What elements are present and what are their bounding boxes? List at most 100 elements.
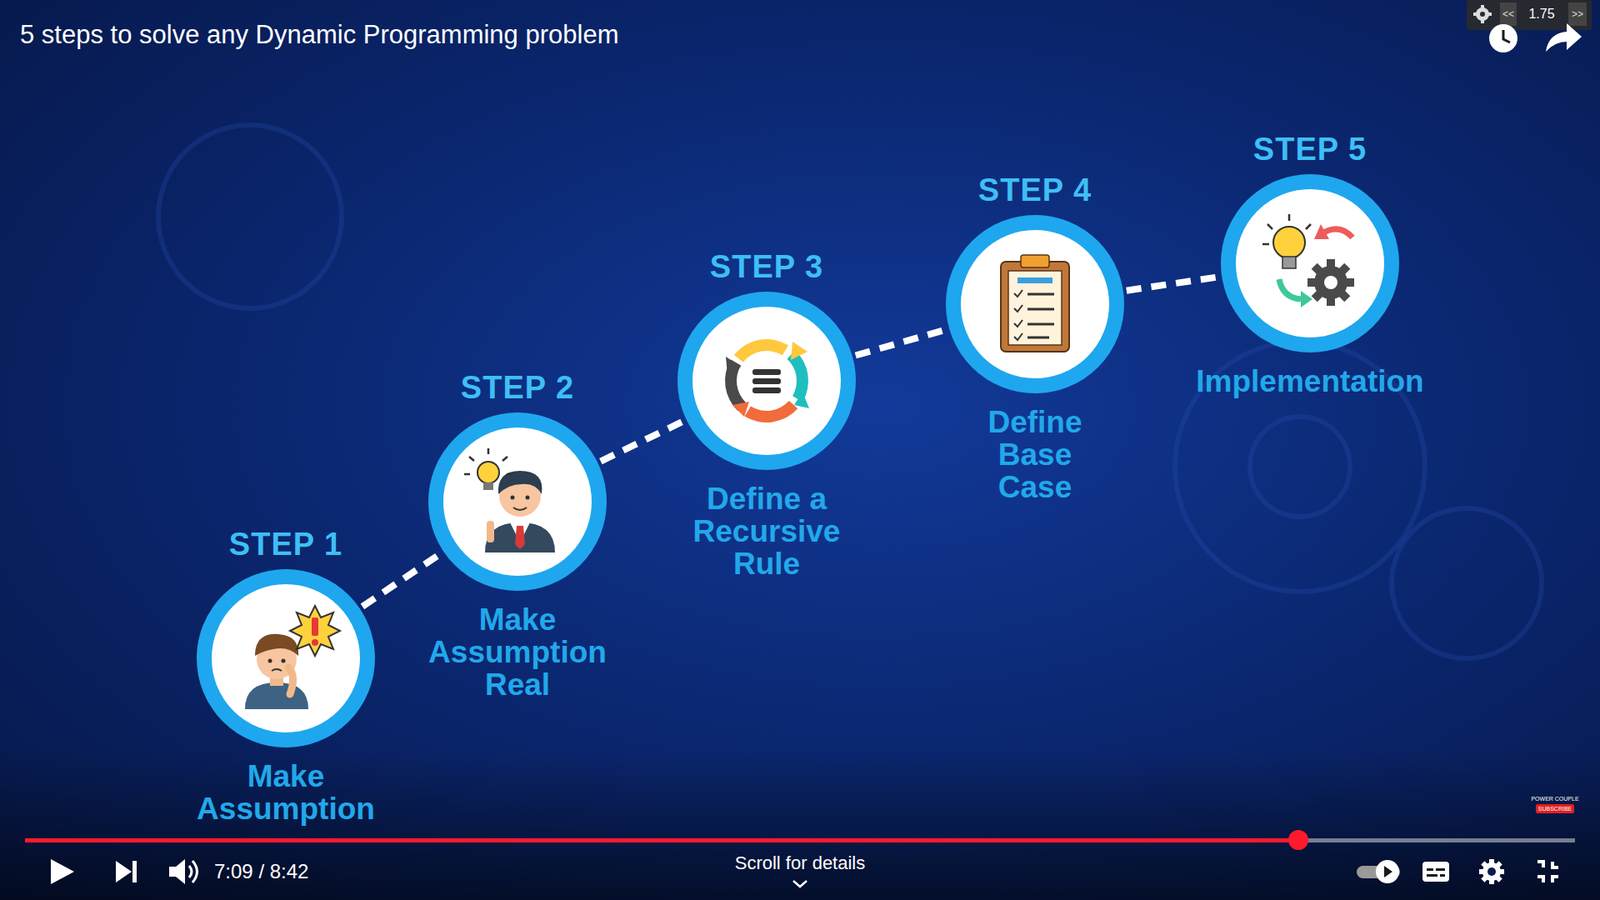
decor-shape bbox=[1466, 0, 1592, 30]
step-node: STEP 3Define a Recursive Rule bbox=[670, 248, 863, 581]
step-node: STEP 2 Make Assumption Real bbox=[409, 369, 626, 702]
time-display: 7:09 / 8:42 bbox=[214, 860, 309, 884]
decor-shape bbox=[498, 470, 543, 495]
decor-shape bbox=[685, 299, 849, 463]
decor-shape bbox=[513, 507, 527, 510]
decor-shape bbox=[1473, 12, 1492, 16]
step-circle bbox=[196, 569, 375, 748]
decor-shape bbox=[245, 682, 309, 710]
step-icon bbox=[1220, 174, 1400, 353]
speed-value: 1.75 bbox=[1528, 6, 1555, 22]
decor-shape bbox=[486, 520, 495, 543]
decor-shape bbox=[1314, 224, 1330, 240]
step-icon bbox=[428, 412, 607, 591]
decor-shape bbox=[1489, 24, 1518, 53]
step-node: STEP 1Make Assumption bbox=[177, 525, 395, 826]
decor-shape bbox=[745, 400, 799, 423]
decor-shape bbox=[435, 420, 600, 584]
decor-shape bbox=[1017, 277, 1053, 284]
step-label: Define Base Case bbox=[960, 406, 1110, 505]
decor-shape bbox=[1262, 214, 1311, 245]
step-circle bbox=[1220, 174, 1400, 353]
decor-shape bbox=[1480, 11, 1485, 17]
decor-shape bbox=[1426, 868, 1434, 871]
decor-shape bbox=[1473, 5, 1492, 24]
decor-shape bbox=[790, 341, 808, 360]
decor-shape bbox=[1479, 859, 1505, 885]
decor-shape bbox=[725, 356, 741, 375]
decor-shape bbox=[1384, 865, 1393, 878]
decor-shape bbox=[1440, 874, 1445, 877]
decor-shape bbox=[1298, 838, 1575, 843]
decor-shape bbox=[1568, 2, 1587, 26]
decor-shape bbox=[752, 387, 781, 394]
decor-shape bbox=[1307, 259, 1355, 306]
step-icon bbox=[945, 215, 1125, 394]
decor-shape bbox=[1300, 290, 1313, 308]
decor-shape bbox=[158, 125, 342, 309]
decor-shape bbox=[1480, 860, 1502, 882]
decor-shape bbox=[1537, 861, 1559, 883]
decor-shape bbox=[1422, 861, 1450, 882]
decor-shape bbox=[288, 667, 294, 695]
step-heading: STEP 4 bbox=[978, 171, 1092, 209]
decor-shape bbox=[953, 222, 1117, 386]
decor-shape bbox=[1250, 416, 1350, 517]
decor-shape bbox=[115, 860, 132, 883]
decor-shape bbox=[1000, 261, 1070, 352]
decor-shape bbox=[787, 350, 809, 402]
decor-shape bbox=[132, 860, 137, 883]
decor-shape bbox=[752, 369, 781, 375]
decor-shape bbox=[1375, 860, 1400, 884]
decor-shape bbox=[189, 865, 192, 878]
decor-shape bbox=[793, 880, 807, 887]
decor-shape bbox=[1537, 861, 1544, 868]
step-icon bbox=[677, 291, 856, 470]
decor-shape bbox=[290, 605, 340, 656]
step-label: Implementation bbox=[1143, 365, 1477, 399]
decor-shape bbox=[1552, 861, 1559, 868]
decor-shape bbox=[192, 860, 198, 883]
decor-shape bbox=[525, 495, 530, 500]
decor-shape bbox=[1008, 270, 1062, 345]
decor-shape bbox=[1500, 2, 1517, 26]
decor-shape bbox=[1288, 830, 1309, 850]
step-node: STEP 5 Implementation bbox=[1143, 130, 1477, 399]
decor-shape bbox=[1545, 23, 1582, 52]
step-label: Make Assumption Real bbox=[409, 604, 626, 702]
step-label: Define a Recursive Rule bbox=[670, 483, 863, 581]
decor-shape bbox=[794, 391, 810, 409]
step-heading: STEP 5 bbox=[1253, 130, 1367, 168]
decor-shape bbox=[515, 525, 525, 550]
decor-shape bbox=[1537, 876, 1544, 883]
decor-shape bbox=[25, 838, 1299, 843]
video-title: 5 steps to solve any Dynamic Programming… bbox=[20, 20, 619, 50]
decor-shape bbox=[271, 669, 282, 671]
step-icon bbox=[196, 569, 375, 748]
decor-shape bbox=[169, 859, 185, 885]
decor-shape bbox=[483, 482, 494, 490]
decor-shape bbox=[1552, 876, 1559, 883]
decor-shape bbox=[1391, 508, 1542, 659]
decor-shape bbox=[734, 339, 789, 363]
decor-shape bbox=[268, 659, 273, 664]
decor-shape bbox=[752, 378, 781, 385]
step-circle bbox=[945, 215, 1125, 394]
decor-shape bbox=[1282, 256, 1296, 269]
dashed-connector bbox=[600, 420, 684, 461]
decor-shape bbox=[485, 522, 555, 553]
decor-shape bbox=[204, 576, 368, 740]
decor-shape bbox=[1279, 279, 1301, 300]
dashed-connector bbox=[855, 329, 947, 355]
decor-shape bbox=[1311, 263, 1351, 303]
step-heading: STEP 2 bbox=[460, 369, 575, 406]
decor-shape bbox=[311, 617, 319, 636]
decor-shape bbox=[732, 401, 750, 417]
step-circle bbox=[428, 412, 607, 591]
decor-shape bbox=[1535, 804, 1575, 814]
dashed-connector bbox=[1126, 276, 1219, 290]
decor-shape bbox=[1311, 263, 1351, 303]
step-heading: STEP 1 bbox=[229, 525, 343, 563]
decor-shape bbox=[1020, 255, 1050, 268]
